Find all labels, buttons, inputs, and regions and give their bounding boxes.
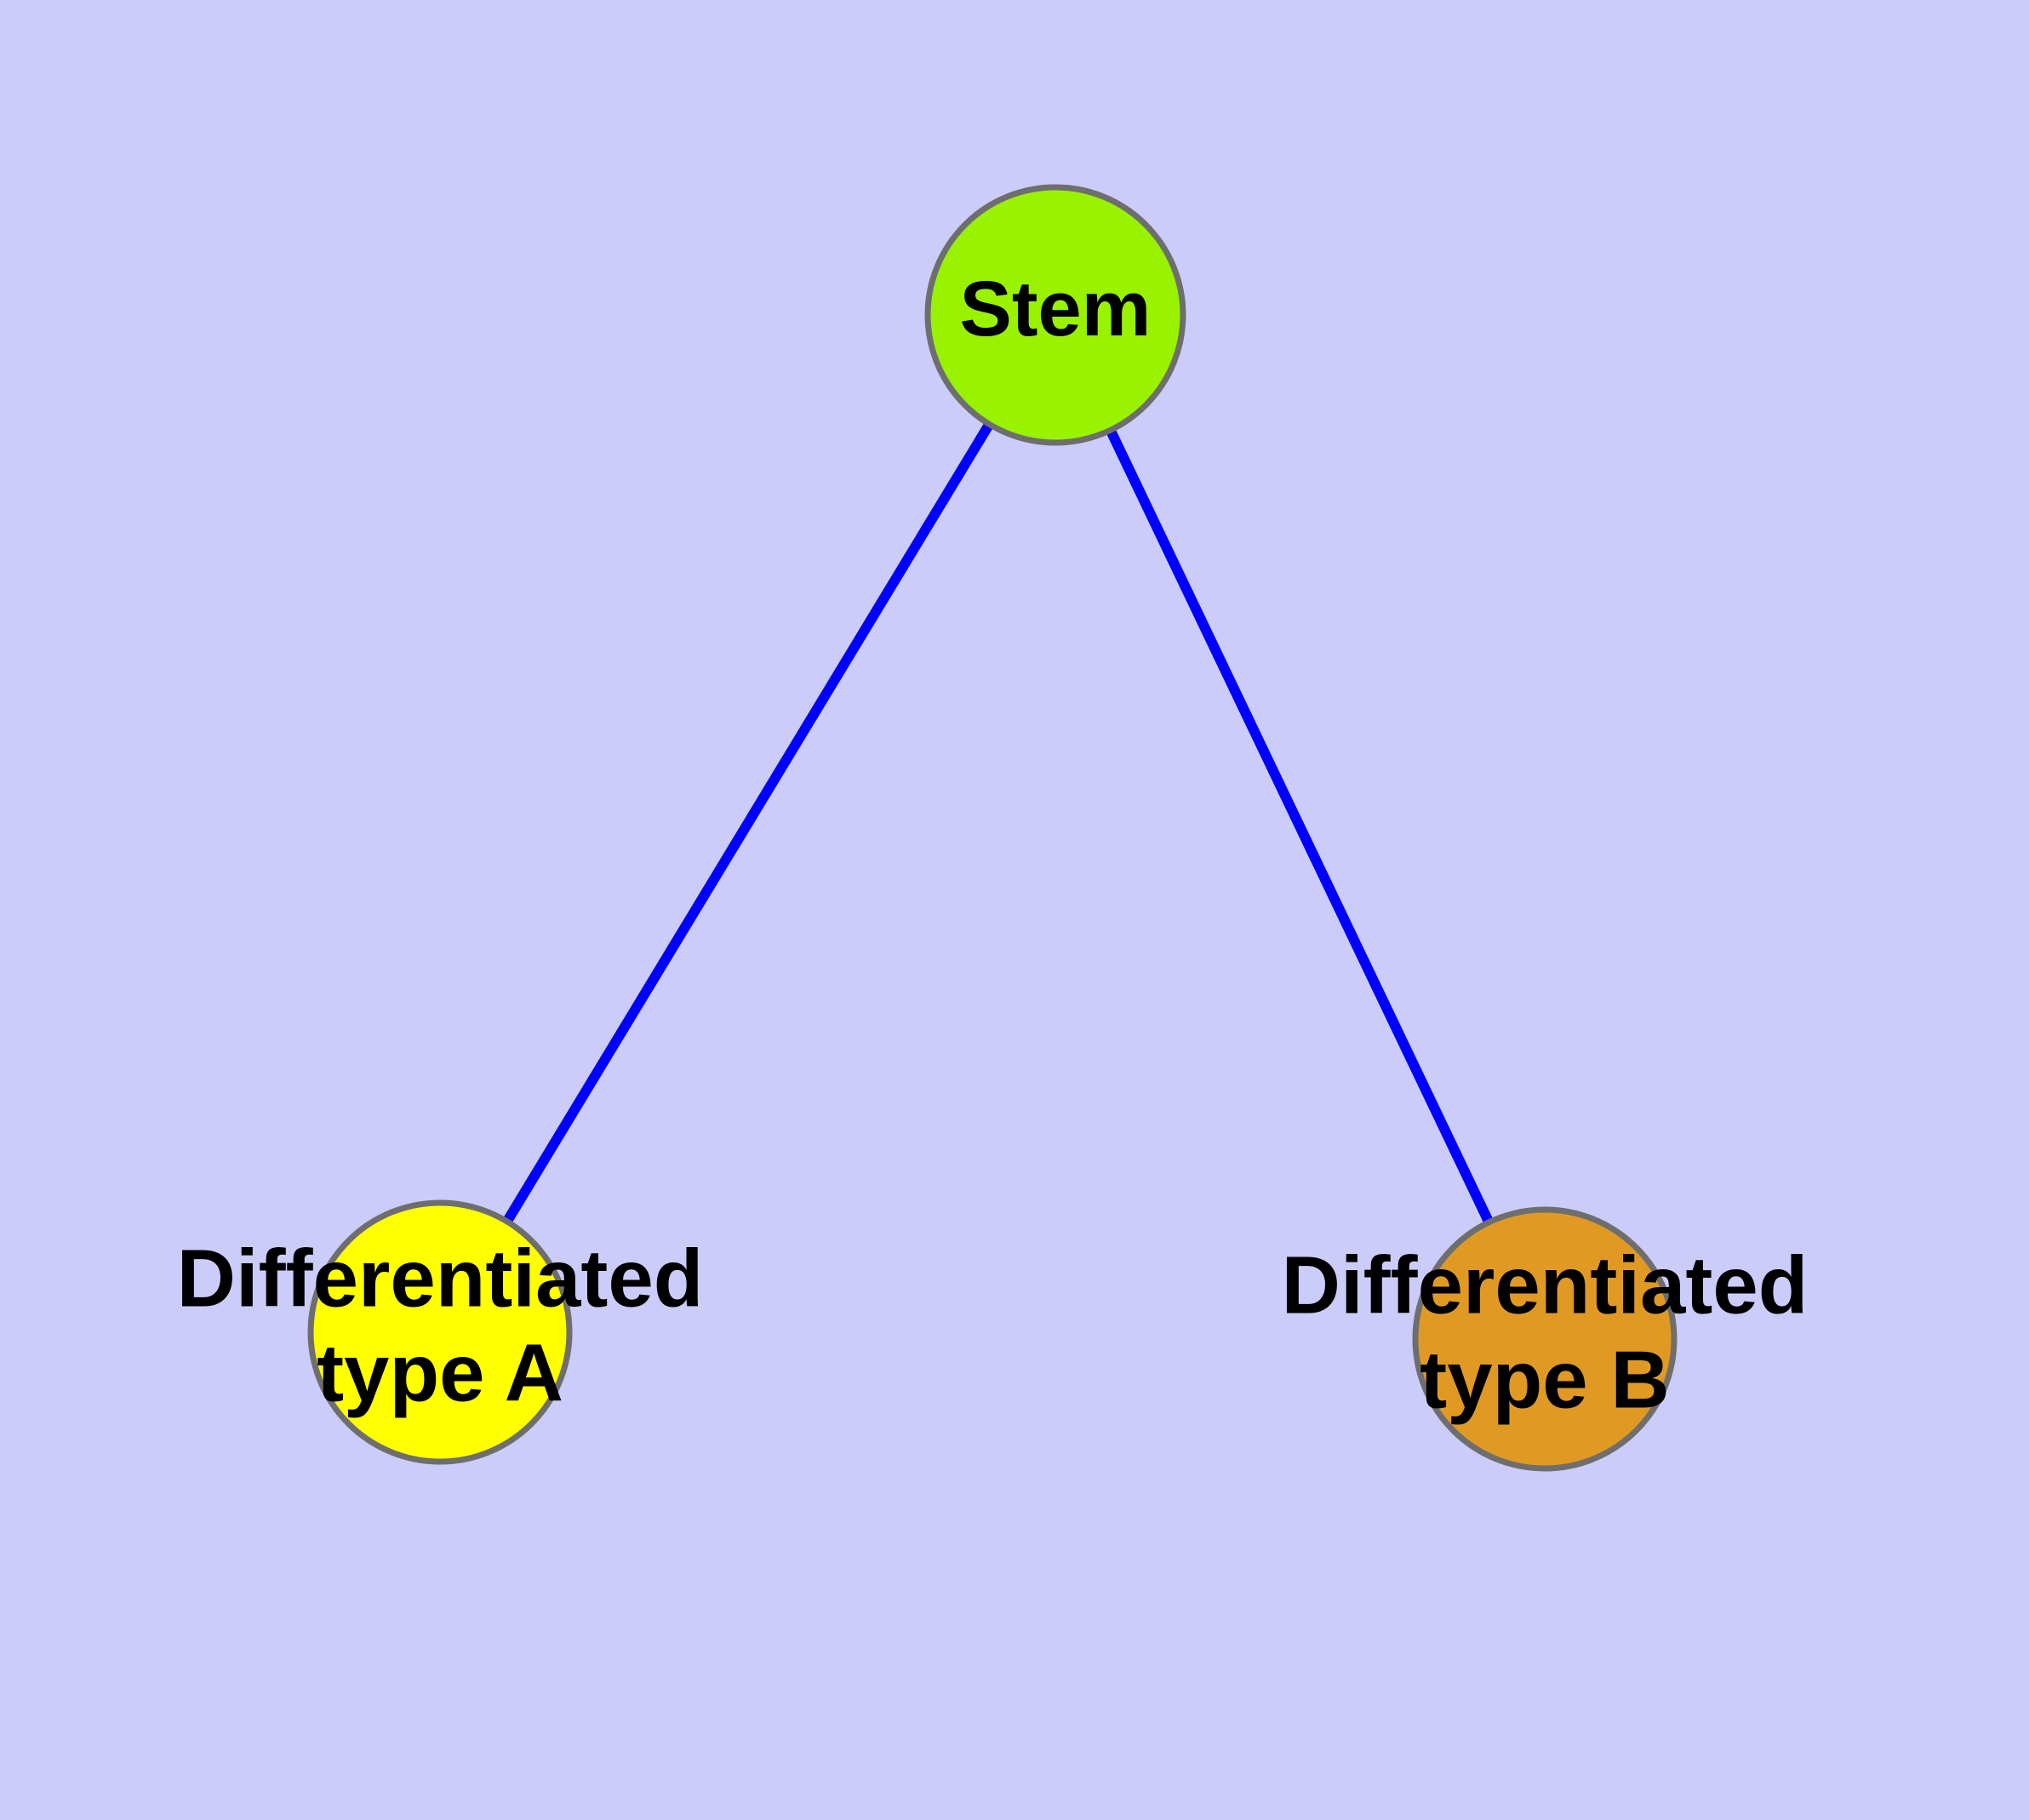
node-stem-label: Stem — [960, 266, 1152, 352]
node-differentiated-type-a-circle[interactable] — [307, 1199, 573, 1465]
node-label-line: type B — [1420, 1335, 1669, 1426]
node-stem-circle[interactable] — [924, 184, 1186, 446]
edges-layer — [435, 312, 1550, 1342]
node-label-line: Stem — [960, 266, 1152, 352]
nodes-layer — [307, 184, 1677, 1472]
node-label-line: Differentiated — [177, 1233, 704, 1325]
edge-stem-to-differentiated-type-b[interactable] — [1050, 312, 1550, 1342]
node-label-line: Differentiated — [1282, 1240, 1809, 1331]
edge-stem-to-differentiated-type-a[interactable] — [435, 312, 1060, 1336]
node-differentiated-type-b-circle[interactable] — [1412, 1206, 1677, 1472]
node-label-line: type A — [317, 1328, 563, 1419]
